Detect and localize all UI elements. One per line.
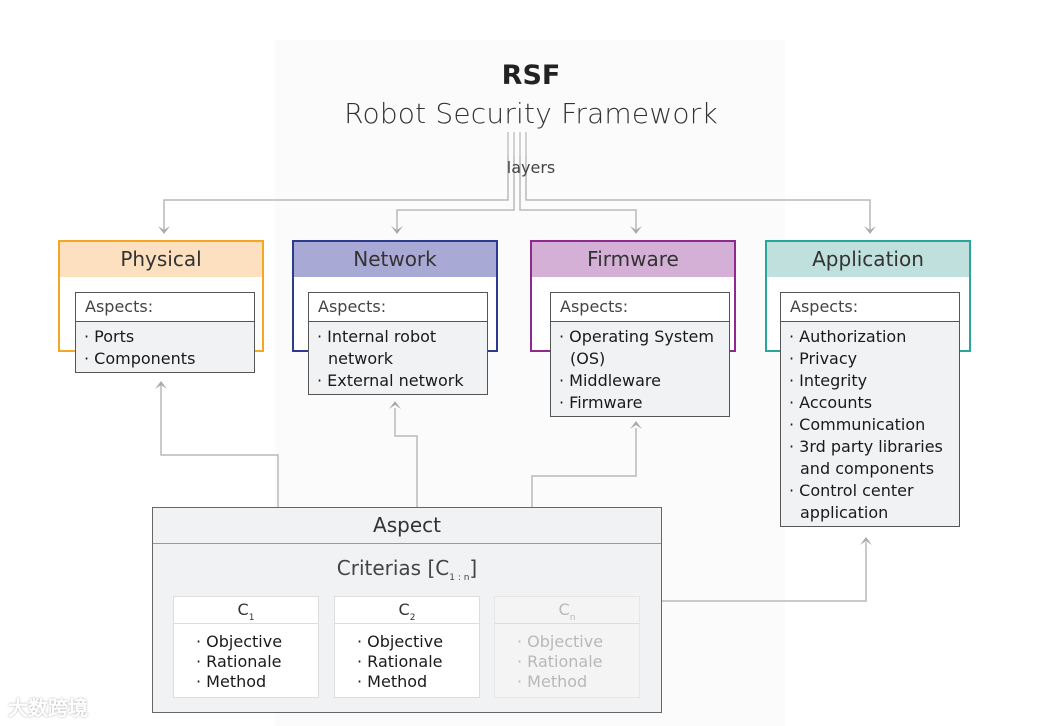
list-item: Objective [517,632,639,652]
watermark: 大数跨境 [8,696,88,720]
arrow-up-physical [155,381,167,389]
connector-application [525,132,871,232]
layer-title: Firmware [532,242,734,277]
criterias-close: ] [469,556,478,580]
aspects-label: Aspects: [76,293,254,322]
list-item: 3rd party libraries and components [789,436,951,480]
list-item: Components [84,348,246,370]
list-item: Objective [357,632,479,652]
connector-firmware [519,132,637,232]
arrow-up-application [860,537,872,545]
criterion-c2: C2 ObjectiveRationaleMethod [334,596,480,698]
layers-label: layers [506,158,556,177]
list-item: Operating System (OS) [559,326,721,370]
aspects-list: AuthorizationPrivacyIntegrityAccountsCom… [781,322,959,526]
criterias-subscript: 1 : n [449,573,470,583]
list-item: Communication [789,414,951,436]
connector-physical [163,132,509,232]
criterion-title: C1 [174,597,318,624]
aspects-application: Aspects: AuthorizationPrivacyIntegrityAc… [780,292,960,527]
aspects-label: Aspects: [309,293,487,322]
aspects-network: Aspects: Internal robot networkExternal … [308,292,488,395]
list-item: Ports [84,326,246,348]
aspect-box: Aspect Criterias [C1 : n] C1 ObjectiveRa… [152,507,662,713]
criterion-title: C2 [335,597,479,624]
arrow-down-application [864,226,876,234]
criterias-label: Criterias [C1 : n] [153,556,661,583]
list-item: Method [357,672,479,692]
list-item: Objective [196,632,318,652]
criterion-c1: C1 ObjectiveRationaleMethod [173,596,319,698]
list-item: Rationale [357,652,479,672]
aspects-list: PortsComponents [76,322,254,372]
criterias-text: Criterias [C [336,556,450,580]
diagram-title-abbr: RSF [501,60,561,91]
arrow-down-network [391,226,403,234]
aspects-physical: Aspects: PortsComponents [75,292,255,373]
aspects-list: Internal robot networkExternal network [309,322,487,394]
list-item: Control center application [789,480,951,524]
list-item: Method [196,672,318,692]
aspects-list: Operating System (OS)MiddlewareFirmware [551,322,729,416]
arrow-down-physical [158,226,170,234]
connector-aspect-application [662,542,867,602]
connector-aspect-network [394,408,418,507]
list-item: Middleware [559,370,721,392]
layer-title: Network [294,242,496,277]
aspects-label: Aspects: [781,293,959,322]
list-item: Method [517,672,639,692]
diagram-title: Robot Security Framework [344,97,718,130]
list-item: External network [317,370,479,392]
connector-aspect-firmware [531,428,637,507]
aspects-firmware: Aspects: Operating System (OS)Middleware… [550,292,730,417]
list-item: Privacy [789,348,951,370]
layer-title: Physical [60,242,262,277]
connector-network [396,132,515,232]
arrow-up-firmware [630,421,642,429]
criterion-cn: Cn ObjectiveRationaleMethod [494,596,640,698]
criterion-items: ObjectiveRationaleMethod [174,624,318,692]
list-item: Authorization [789,326,951,348]
arrow-down-firmware [630,226,642,234]
criterion-title: Cn [495,597,639,624]
list-item: Internal robot network [317,326,479,370]
arrow-up-network [389,401,401,409]
list-item: Firmware [559,392,721,414]
list-item: Rationale [517,652,639,672]
aspects-label: Aspects: [551,293,729,322]
layer-title: Application [767,242,969,277]
list-item: Rationale [196,652,318,672]
connector-aspect-physical [160,384,279,507]
criterion-items: ObjectiveRationaleMethod [335,624,479,692]
aspect-title: Aspect [153,508,661,544]
criterion-items: ObjectiveRationaleMethod [495,624,639,692]
list-item: Integrity [789,370,951,392]
list-item: Accounts [789,392,951,414]
